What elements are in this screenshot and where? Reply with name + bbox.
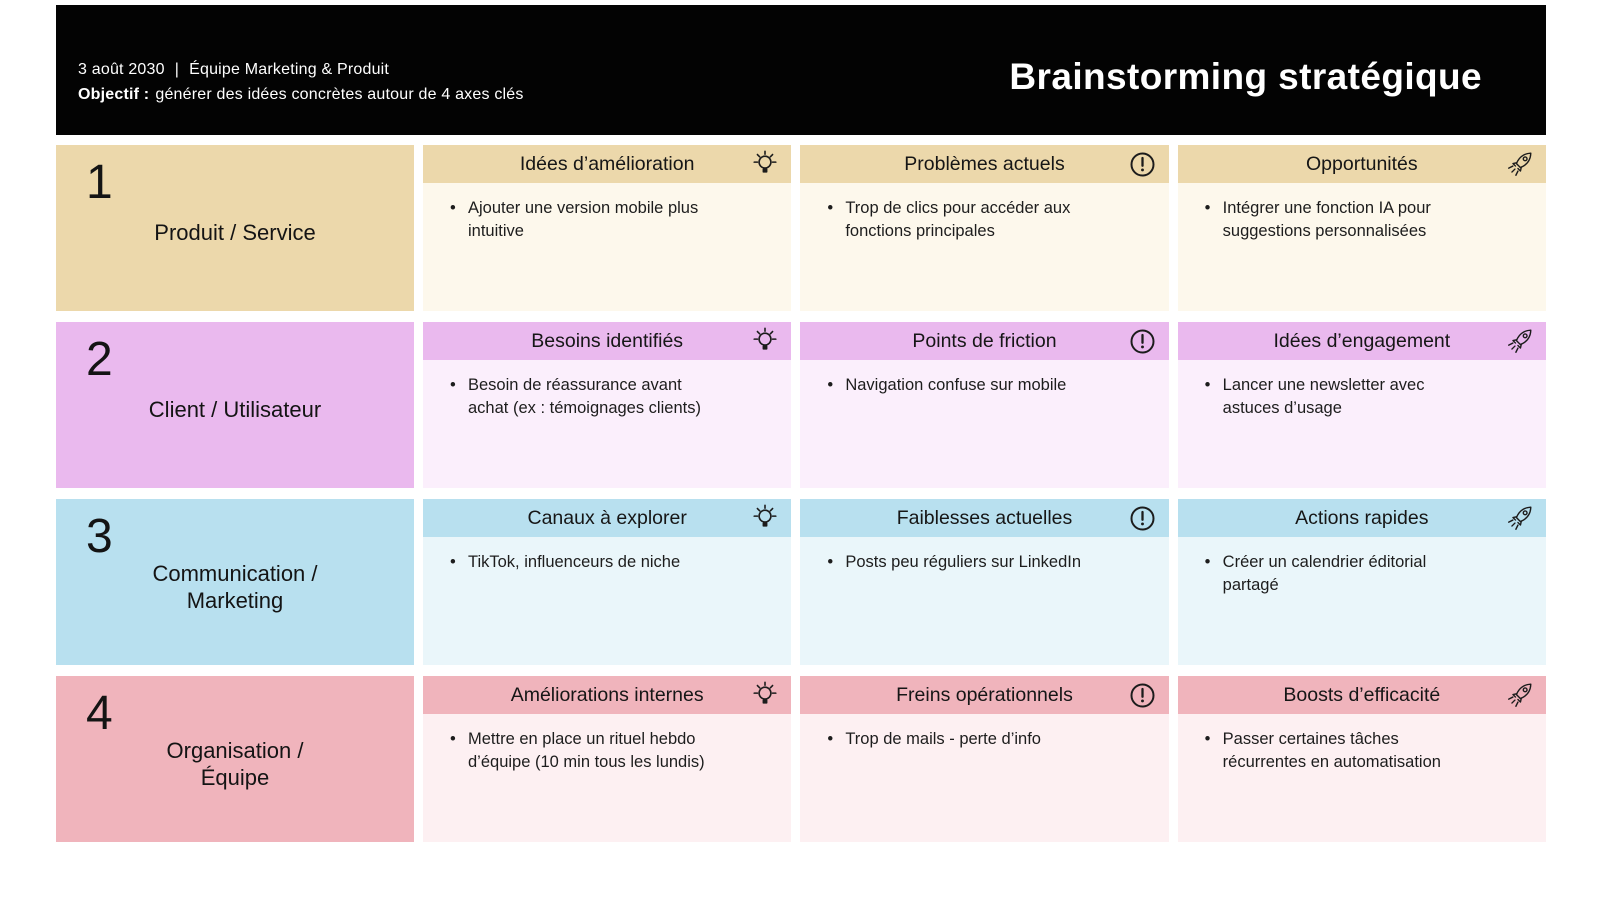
card-body: TikTok, influenceurs de niche [423, 537, 792, 665]
category-organisation-equipe: 4 Organisation / Équipe [56, 676, 414, 842]
category-label: Organisation / Équipe [166, 737, 304, 791]
card-body: Trop de clics pour accéder aux fonctions… [800, 183, 1169, 311]
card-canaux-a-explorer: Canaux à explorer TikTok, influenceurs d… [423, 499, 792, 665]
card-body: Navigation confuse sur mobile [800, 360, 1169, 488]
objective-line: Objectif : générer des idées concrètes au… [78, 86, 524, 104]
card-item: Créer un calendrier éditorial partagé [1204, 551, 1477, 597]
category-label: Produit / Service [154, 220, 316, 246]
card-body: Besoin de réassurance avant achat (ex : … [423, 360, 792, 488]
card-header: Idées d’engagement [1177, 322, 1546, 360]
card-body: Posts peu réguliers sur LinkedIn [800, 537, 1169, 665]
card-header: Problèmes actuels [800, 145, 1169, 183]
objective-label: Objectif : [78, 85, 150, 103]
card-body: Lancer une newsletter avec astuces d’usa… [1177, 360, 1546, 488]
header-banner: 3 août 2030 | Équipe Marketing & Produit… [56, 5, 1546, 135]
objective-text: générer des idées concrètes autour de 4 … [155, 85, 524, 103]
card-title: Boosts d’efficacité [1283, 683, 1441, 706]
card-title: Canaux à explorer [527, 506, 687, 529]
page-title: Brainstorming stratégique [1009, 56, 1482, 97]
separator: | [174, 60, 180, 78]
rocket-icon [1505, 503, 1535, 533]
alert-icon [1128, 680, 1158, 710]
card-item: Lancer une newsletter avec astuces d’usa… [1204, 374, 1477, 420]
card-header: Idées d’amélioration [423, 145, 792, 183]
card-item: Posts peu réguliers sur LinkedIn [826, 551, 1099, 574]
card-opportunites: Opportunités Intégrer une fonction IA po… [1177, 145, 1546, 311]
category-label: Communication / Marketing [152, 560, 318, 614]
card-header: Améliorations internes [423, 676, 792, 714]
category-client-utilisateur: 2 Client / Utilisateur [56, 322, 414, 488]
card-header: Actions rapides [1177, 499, 1546, 537]
banner-meta: 3 août 2030 | Équipe Marketing & Produit… [78, 61, 524, 104]
date-text: 3 août 2030 [78, 60, 165, 78]
category-produit-service: 1 Produit / Service [56, 145, 414, 311]
card-item: Navigation confuse sur mobile [826, 374, 1099, 397]
card-header: Freins opérationnels [800, 676, 1169, 714]
card-actions-rapides: Actions rapides Créer un calendrier édit… [1177, 499, 1546, 665]
card-header: Faiblesses actuelles [800, 499, 1169, 537]
card-item: Passer certaines tâches récurrentes en a… [1204, 728, 1477, 774]
card-body: Mettre en place un rituel hebdo d’équipe… [423, 714, 792, 842]
alert-icon [1128, 326, 1158, 356]
card-title: Idées d’amélioration [519, 152, 695, 175]
alert-icon [1128, 149, 1158, 179]
card-body: Trop de mails - perte d’info [800, 714, 1169, 842]
card-body: Ajouter une version mobile plus intuitiv… [423, 183, 792, 311]
team-text: Équipe Marketing & Produit [189, 60, 390, 78]
lightbulb-icon [750, 680, 780, 710]
card-title: Points de friction [912, 329, 1057, 352]
card-title: Actions rapides [1295, 506, 1429, 529]
card-points-de-friction: Points de friction Navigation confuse su… [800, 322, 1169, 488]
card-faiblesses-actuelles: Faiblesses actuelles Posts peu réguliers… [800, 499, 1169, 665]
lightbulb-icon [750, 326, 780, 356]
card-item: Trop de clics pour accéder aux fonctions… [826, 197, 1099, 243]
card-boosts-efficacite: Boosts d’efficacité Passer certaines tâc… [1177, 676, 1546, 842]
meta-line: 3 août 2030 | Équipe Marketing & Produit [78, 61, 524, 79]
card-body: Intégrer une fonction IA pour suggestion… [1177, 183, 1546, 311]
card-title: Opportunités [1306, 152, 1418, 175]
card-title: Faiblesses actuelles [896, 506, 1073, 529]
card-body: Créer un calendrier éditorial partagé [1177, 537, 1546, 665]
rocket-icon [1505, 326, 1535, 356]
card-title: Idées d’engagement [1273, 329, 1451, 352]
card-item: TikTok, influenceurs de niche [449, 551, 722, 574]
card-item: Mettre en place un rituel hebdo d’équipe… [449, 728, 722, 774]
card-title: Problèmes actuels [904, 152, 1065, 175]
card-besoins-identifies: Besoins identifiés Besoin de réassurance… [423, 322, 792, 488]
card-title: Améliorations internes [510, 683, 704, 706]
card-item: Besoin de réassurance avant achat (ex : … [449, 374, 722, 420]
card-ameliorations-internes: Améliorations internes Mettre en place u… [423, 676, 792, 842]
card-idees-engagement: Idées d’engagement Lancer une newsletter… [1177, 322, 1546, 488]
category-number: 1 [86, 156, 113, 209]
card-header: Besoins identifiés [423, 322, 792, 360]
card-freins-operationnels: Freins opérationnels Trop de mails - per… [800, 676, 1169, 842]
card-item: Ajouter une version mobile plus intuitiv… [449, 197, 722, 243]
rocket-icon [1505, 149, 1535, 179]
alert-icon [1128, 503, 1158, 533]
card-problemes-actuels: Problèmes actuels Trop de clics pour acc… [800, 145, 1169, 311]
card-header: Points de friction [800, 322, 1169, 360]
card-header: Canaux à explorer [423, 499, 792, 537]
lightbulb-icon [750, 503, 780, 533]
category-communication-marketing: 3 Communication / Marketing [56, 499, 414, 665]
lightbulb-icon [750, 149, 780, 179]
category-number: 3 [86, 510, 113, 563]
card-item: Intégrer une fonction IA pour suggestion… [1204, 197, 1477, 243]
card-idees-amelioration: Idées d’amélioration Ajouter une version… [423, 145, 792, 311]
rocket-icon [1505, 680, 1535, 710]
card-body: Passer certaines tâches récurrentes en a… [1177, 714, 1546, 842]
category-number: 4 [86, 687, 113, 740]
card-header: Boosts d’efficacité [1177, 676, 1546, 714]
category-label: Client / Utilisateur [148, 397, 322, 423]
card-title: Freins opérationnels [896, 683, 1073, 706]
card-item: Trop de mails - perte d’info [826, 728, 1099, 751]
card-header: Opportunités [1177, 145, 1546, 183]
card-title: Besoins identifiés [531, 329, 684, 352]
category-number: 2 [86, 333, 113, 386]
board-grid: 1 Produit / Service Idées d’amélioration… [56, 145, 1546, 842]
